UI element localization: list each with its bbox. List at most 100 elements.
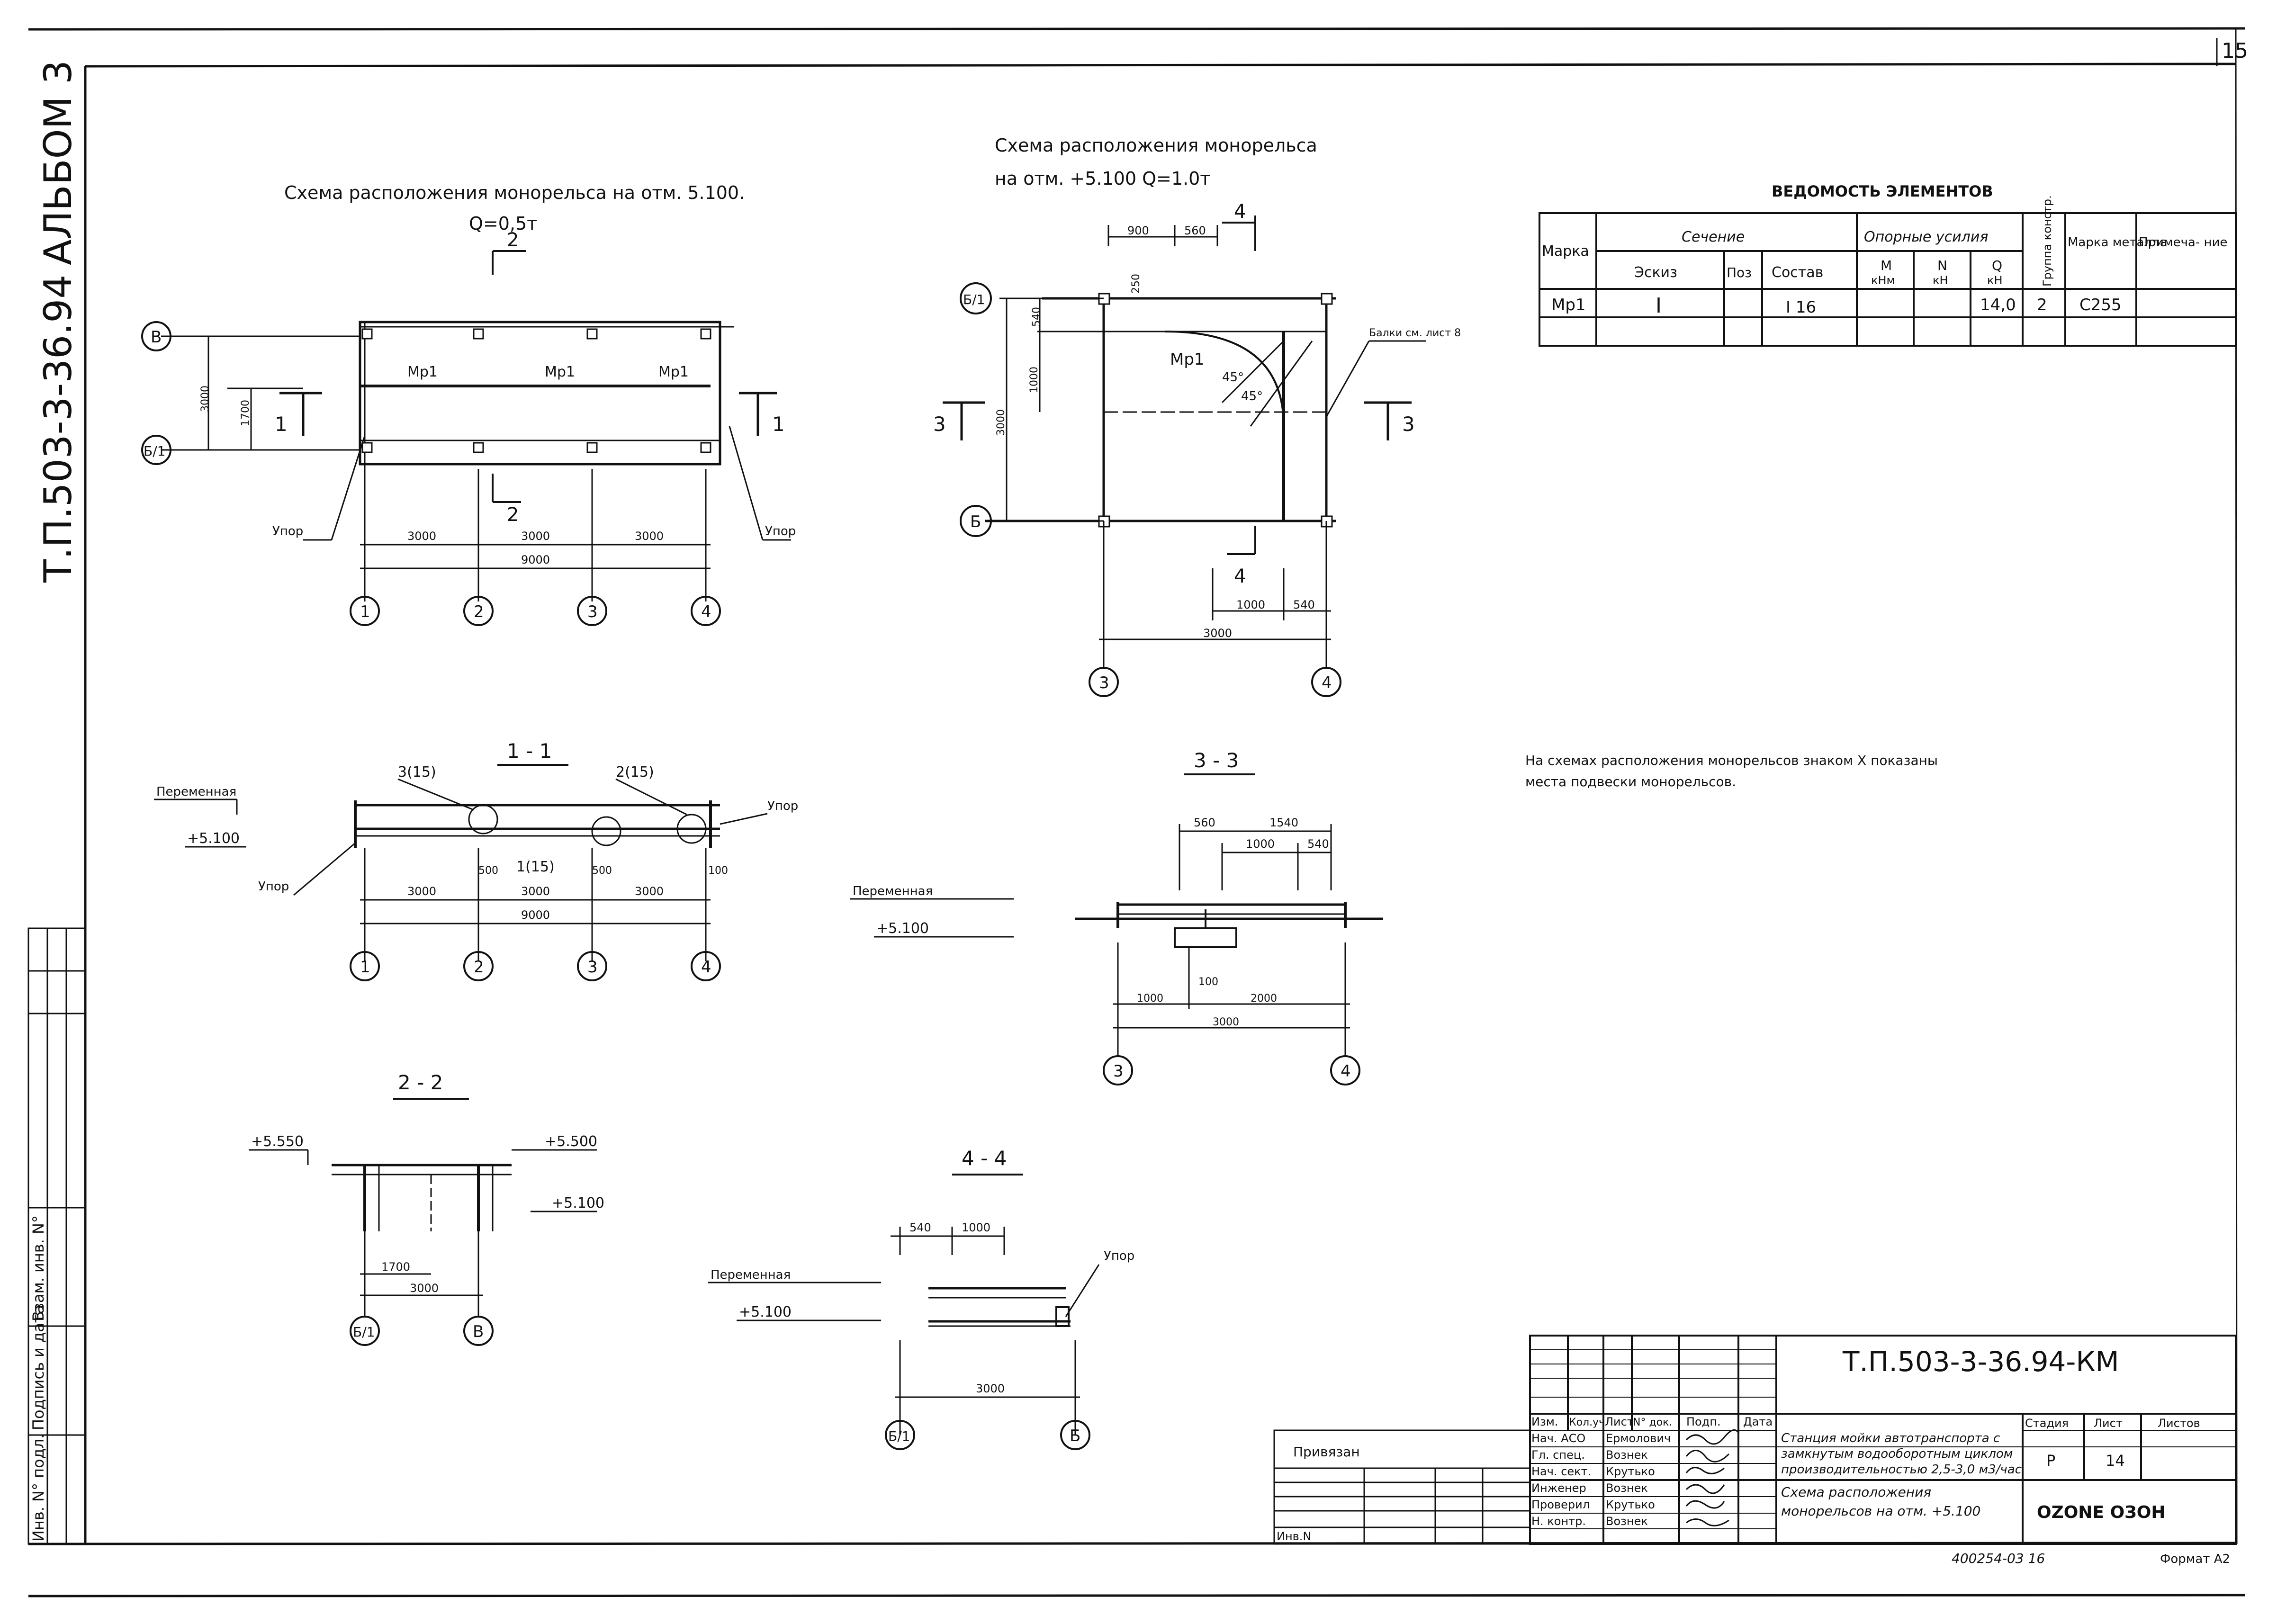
svg-text:1000: 1000 — [1137, 993, 1163, 1005]
svg-text:3: 3 — [1099, 673, 1109, 692]
axis-B1: Б/1 — [144, 443, 165, 459]
svg-text:3000: 3000 — [976, 1382, 1005, 1395]
svg-text:кН: кН — [1987, 274, 2003, 287]
svg-text:Нач. АСО: Нач. АСО — [1531, 1432, 1585, 1445]
svg-text:900: 900 — [1127, 224, 1149, 237]
svg-text:45°: 45° — [1222, 370, 1244, 385]
label-podpis-data: Подпись и дата — [29, 1305, 47, 1430]
svg-text:В: В — [473, 1322, 484, 1341]
svg-text:45°: 45° — [1241, 389, 1263, 404]
svg-text:Б: Б — [970, 512, 981, 531]
svg-text:Б/1: Б/1 — [963, 292, 985, 307]
svg-text:Поз: Поз — [1727, 265, 1752, 280]
svg-text:1: 1 — [275, 413, 288, 436]
svg-text:Переменная: Переменная — [711, 1268, 791, 1282]
svg-text:540: 540 — [1307, 837, 1329, 851]
svg-text:9000: 9000 — [521, 908, 550, 922]
section-3-3: 3 - 3 560 1540 1000 540 Переменная +5.10… — [850, 749, 1383, 1086]
svg-text:+5.100: +5.100 — [187, 830, 240, 847]
svg-text:1000: 1000 — [1246, 837, 1275, 851]
svg-text:+5.500: +5.500 — [545, 1133, 597, 1150]
svg-text:3: 3 — [1402, 413, 1415, 436]
svg-text:3: 3 — [587, 958, 598, 977]
svg-text:Вознек: Вознек — [1606, 1481, 1648, 1495]
stamp-doc-code: Т.П.503-3-36.94-КМ — [1842, 1346, 2119, 1378]
svg-text:2: 2 — [2037, 296, 2047, 314]
svg-text:Упор: Упор — [767, 799, 798, 813]
svg-text:500: 500 — [478, 865, 498, 877]
scheme2-title: Схема расположения монорельса — [995, 135, 1317, 156]
svg-text:Состав: Состав — [1772, 264, 1823, 281]
svg-text:производительностью 2,5-3,0 м3: производительностью 2,5-3,0 м3/час — [1781, 1462, 2022, 1477]
svg-text:3000: 3000 — [635, 885, 664, 898]
svg-text:3(15): 3(15) — [398, 764, 436, 781]
svg-text:Р: Р — [2046, 1452, 2055, 1470]
svg-text:замкнутым водооборотным циклом: замкнутым водооборотным циклом — [1781, 1447, 2013, 1461]
svg-text:кН: кН — [1933, 274, 1948, 287]
svg-text:2: 2 — [474, 958, 484, 977]
svg-text:2: 2 — [507, 229, 519, 251]
svg-text:560: 560 — [1194, 816, 1215, 829]
svg-text:+5.550: +5.550 — [251, 1133, 304, 1150]
svg-text:14,0: 14,0 — [1980, 296, 2016, 314]
svg-text:540: 540 — [1293, 598, 1315, 611]
label-vzam-inv: Взам. инв. N° — [29, 1215, 47, 1321]
svg-text:Крутько: Крутько — [1606, 1498, 1655, 1511]
svg-text:3000: 3000 — [407, 529, 436, 543]
svg-text:Инв.N: Инв.N — [1277, 1530, 1311, 1543]
svg-text:+5.100: +5.100 — [552, 1195, 604, 1211]
svg-text:4: 4 — [1322, 673, 1332, 692]
svg-text:1540: 1540 — [1269, 816, 1298, 829]
svg-text:1: 1 — [360, 602, 370, 621]
svg-text:14: 14 — [2106, 1452, 2125, 1470]
svg-text:С255: С255 — [2079, 296, 2122, 314]
svg-text:1: 1 — [772, 413, 785, 436]
svg-text:3000: 3000 — [521, 529, 550, 543]
svg-text:кНм: кНм — [1871, 274, 1895, 287]
svg-text:+5.100: +5.100 — [876, 920, 929, 937]
scheme1-title: Схема расположения монорельса на отм. 5.… — [284, 182, 745, 203]
svg-text:I 16: I 16 — [1786, 298, 1816, 317]
svg-text:АЛЬБОМ 3: АЛЬБОМ 3 — [36, 60, 80, 265]
svg-text:Упор: Упор — [1104, 1249, 1134, 1263]
scheme2-subtitle: на отм. +5.100 Q=1.0т — [995, 168, 1210, 189]
scheme1-load: Q=0,5т — [469, 213, 537, 234]
svg-text:Инженер: Инженер — [1531, 1481, 1586, 1495]
svg-text:Мр1: Мр1 — [1551, 296, 1586, 314]
scheme2-beam: Мр1 — [1170, 350, 1205, 369]
svg-text:3000: 3000 — [521, 885, 550, 898]
svg-text:Марка металла: Марка металла — [2068, 235, 2168, 250]
svg-text:Эскиз: Эскиз — [1634, 264, 1677, 281]
svg-text:Схема расположения: Схема расположения — [1781, 1484, 1931, 1500]
svg-text:1700: 1700 — [381, 1260, 410, 1274]
signatures — [1685, 1429, 1739, 1526]
svg-text:Вознек: Вознек — [1606, 1448, 1648, 1462]
svg-text:Листов: Листов — [2158, 1417, 2200, 1430]
scheme1-beam-1: Мр1 — [407, 364, 438, 380]
svg-text:Т.П.503-3-36.94: Т.П.503-3-36.94 — [36, 275, 80, 583]
vedomost-title: ВЕДОМОСТЬ ЭЛЕМЕНТОВ — [1772, 182, 1993, 200]
section11-title: 1 - 1 — [507, 739, 552, 763]
svg-text:N: N — [1937, 258, 1947, 273]
svg-text:Примеча- ние: Примеча- ние — [2139, 235, 2227, 250]
svg-text:I: I — [1656, 294, 1662, 318]
scheme1-beam-3: Мр1 — [658, 364, 689, 380]
svg-text:+5.100: +5.100 — [739, 1304, 792, 1320]
svg-text:Группа констр.: Группа констр. — [2041, 195, 2054, 287]
svg-text:Упор: Упор — [258, 879, 289, 894]
svg-text:Проверил: Проверил — [1531, 1498, 1590, 1511]
svg-text:Н. контр.: Н. контр. — [1531, 1515, 1586, 1528]
vedomost-table: ВЕДОМОСТЬ ЭЛЕМЕНТОВ Марка Сечение Эскиз … — [1539, 182, 2237, 347]
left-strip-table — [27, 927, 86, 1545]
svg-text:3000: 3000 — [1203, 627, 1232, 640]
note-line2: места подвески монорельсов. — [1525, 774, 1736, 790]
svg-text:Вознек: Вознек — [1606, 1515, 1648, 1528]
svg-text:Дата: Дата — [1743, 1415, 1773, 1428]
svg-text:3: 3 — [587, 602, 598, 621]
section22-title: 2 - 2 — [398, 1071, 443, 1094]
svg-text:4: 4 — [1341, 1062, 1351, 1081]
svg-text:N° док.: N° док. — [1633, 1417, 1672, 1428]
svg-text:4: 4 — [701, 958, 711, 977]
svg-text:9000: 9000 — [521, 553, 550, 566]
